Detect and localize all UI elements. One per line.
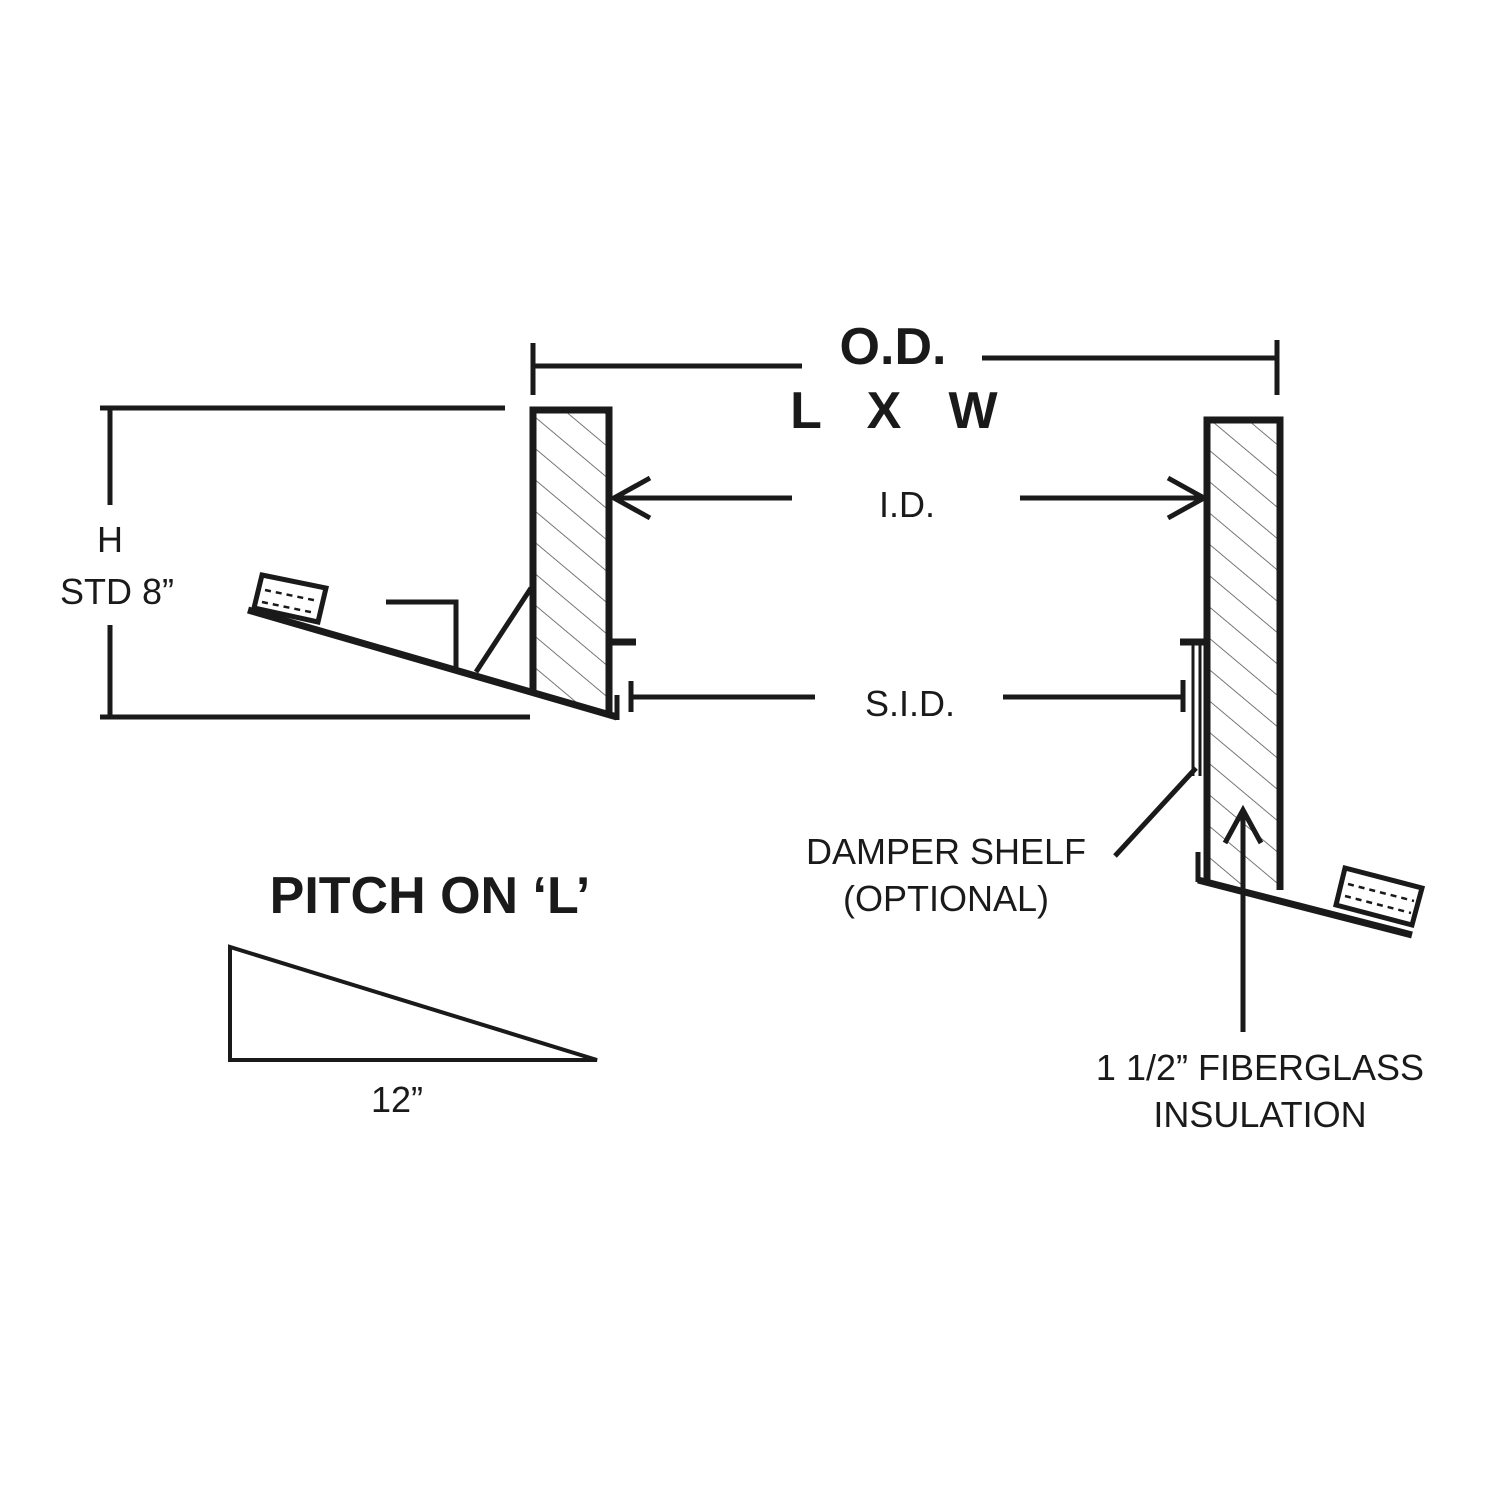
lxw-w-label: W — [948, 382, 998, 440]
left-wall-outline — [529, 406, 613, 717]
id-label: I.D. — [879, 484, 935, 525]
left-roof-slope — [247, 606, 618, 721]
insulation-label-1: 1 1/2” FIBERGLASS — [1096, 1047, 1424, 1088]
height-std-label: STD 8” — [60, 571, 174, 612]
sid-dimension: S.I.D. — [628, 680, 1186, 724]
pitch-triangle — [228, 944, 598, 1062]
height-label: H — [97, 519, 123, 560]
pitch-title: PITCH ON ‘L’ — [270, 867, 591, 925]
pitch-legend: PITCH ON ‘L’ 12” — [228, 867, 598, 1120]
id-arrow-left — [608, 475, 652, 521]
damper-shelf-label: DAMPER SHELF — [806, 831, 1086, 872]
damper-shelf-callout: DAMPER SHELF (OPTIONAL) — [806, 766, 1198, 919]
left-cant-bracket — [386, 599, 459, 668]
left-insulation-hatch — [533, 410, 609, 717]
pitch-run-label: 12” — [371, 1079, 423, 1120]
od-label: O.D. — [840, 318, 947, 376]
damper-optional-label: (OPTIONAL) — [843, 878, 1049, 919]
height-dimension: H STD 8” — [60, 405, 530, 720]
right-curb — [1180, 416, 1426, 939]
right-wall-outline — [1203, 416, 1284, 890]
left-nailer-block — [250, 572, 330, 625]
insulation-callout: 1 1/2” FIBERGLASS INSULATION — [1096, 804, 1424, 1135]
sid-label: S.I.D. — [865, 683, 955, 724]
left-curb — [247, 406, 636, 721]
right-nailer-block — [1332, 864, 1426, 929]
left-cant-strip — [473, 586, 534, 674]
insulation-arrowhead — [1222, 804, 1264, 845]
damper-shelf-leader — [1113, 766, 1198, 858]
right-roof-slope — [1197, 876, 1413, 939]
insulation-label-2: INSULATION — [1153, 1094, 1366, 1135]
lxw-x-label: X — [867, 382, 902, 440]
id-dimension: I.D. — [608, 475, 1210, 525]
lxw-l-label: L — [790, 382, 822, 440]
od-dimension: O.D. L X W — [530, 318, 1280, 440]
